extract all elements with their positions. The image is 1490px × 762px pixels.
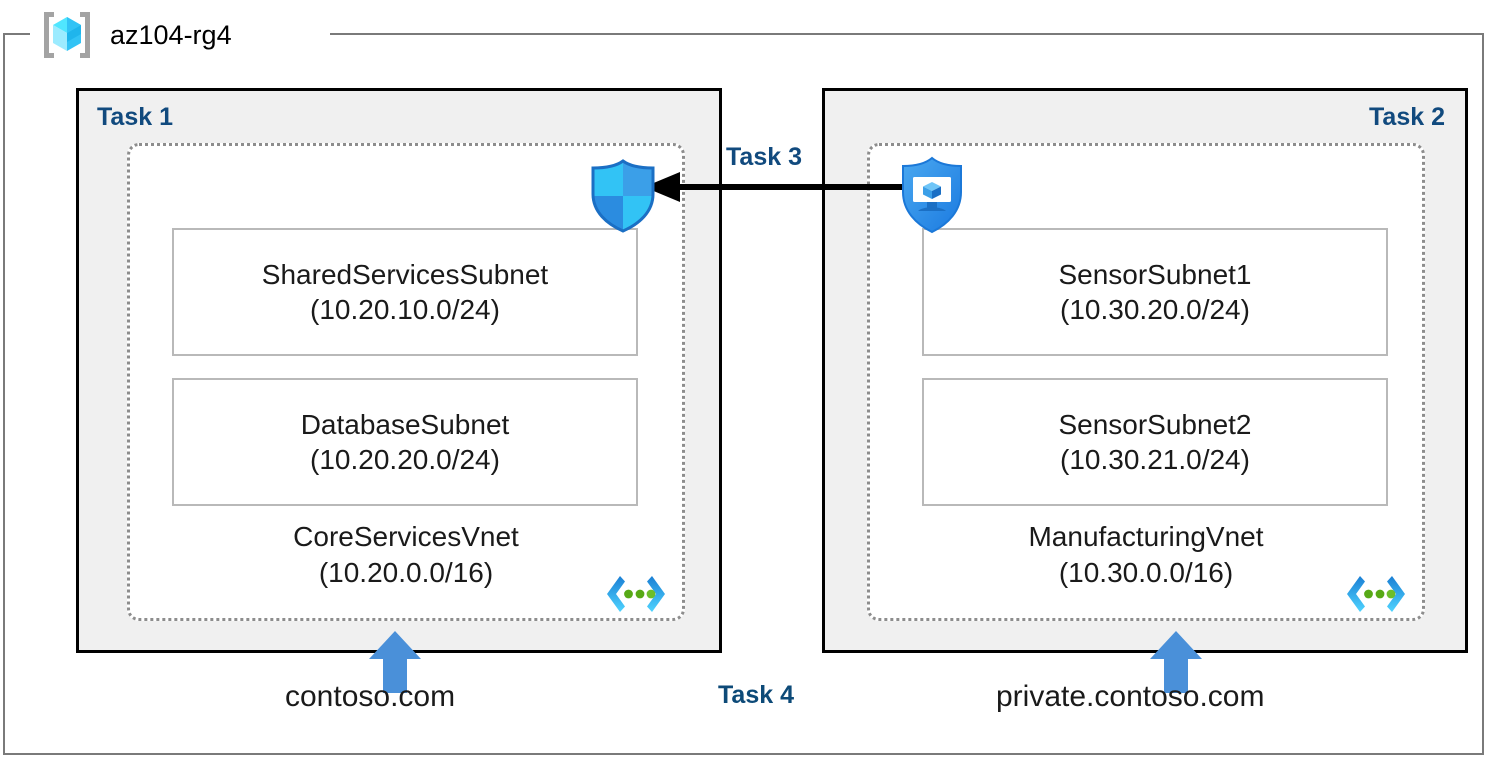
virtual-network-icon <box>600 570 672 618</box>
subnet-sensor-2: SensorSubnet2 (10.30.21.0/24) <box>922 378 1388 506</box>
dns-zone-contoso-label: contoso.com <box>285 680 456 713</box>
subnet-cidr: (10.20.20.0/24) <box>310 444 500 475</box>
subnet-cidr: (10.30.21.0/24) <box>1060 444 1250 475</box>
azure-resource-group-cube-icon <box>38 6 96 64</box>
black-left-arrow-icon <box>640 165 910 209</box>
ddos-protection-shield-vm-icon <box>896 155 968 235</box>
task-1-label: Task 1 <box>97 103 173 131</box>
core-services-vnet-boundary: SharedServicesSubnet (10.20.10.0/24) Dat… <box>127 143 685 621</box>
firewall-shield-icon <box>585 158 661 234</box>
subnet-sensor-1: SensorSubnet1 (10.30.20.0/24) <box>922 228 1388 356</box>
task-1-container: Task 1 SharedServicesSubnet (10.20.10.0/… <box>76 88 722 653</box>
subnet-database: DatabaseSubnet (10.20.20.0/24) <box>172 378 638 506</box>
subnet-cidr: (10.30.20.0/24) <box>1060 294 1250 325</box>
resource-group-name: az104-rg4 <box>110 19 232 50</box>
subnet-shared-services: SharedServicesSubnet (10.20.10.0/24) <box>172 228 638 356</box>
vnet-cidr: (10.30.0.0/16) <box>1058 556 1234 588</box>
vnet-cidr: (10.20.0.0/16) <box>318 556 494 588</box>
subnet-name: SensorSubnet2 <box>1058 408 1252 440</box>
task-2-label: Task 2 <box>1369 103 1445 131</box>
subnet-name: SharedServicesSubnet <box>261 258 549 290</box>
manufacturing-vnet-label: ManufacturingVnet (10.30.0.0/16) <box>870 519 1422 590</box>
task-4-label: Task 4 <box>718 681 794 709</box>
vnet-name: ManufacturingVnet <box>1028 521 1264 553</box>
subnet-name: SensorSubnet1 <box>1058 258 1252 290</box>
core-services-vnet-label: CoreServicesVnet (10.20.0.0/16) <box>130 519 682 590</box>
vnet-name: CoreServicesVnet <box>293 521 519 553</box>
task-3-label: Task 3 <box>722 145 806 170</box>
subnet-cidr: (10.20.10.0/24) <box>310 294 500 325</box>
blue-up-arrow-icon <box>1150 631 1202 693</box>
blue-up-arrow-icon <box>369 631 421 693</box>
dns-zone-private-contoso-label: private.contoso.com <box>996 680 1265 713</box>
resource-group-frame <box>3 33 1484 755</box>
resource-group-header: az104-rg4 <box>38 6 242 64</box>
subnet-name: DatabaseSubnet <box>300 408 510 440</box>
manufacturing-vnet-boundary: SensorSubnet1 (10.30.20.0/24) SensorSubn… <box>867 143 1425 621</box>
task-2-container: Task 2 SensorSubnet1 (10.30.20.0/24) Sen… <box>822 88 1468 653</box>
virtual-network-icon <box>1340 570 1412 618</box>
